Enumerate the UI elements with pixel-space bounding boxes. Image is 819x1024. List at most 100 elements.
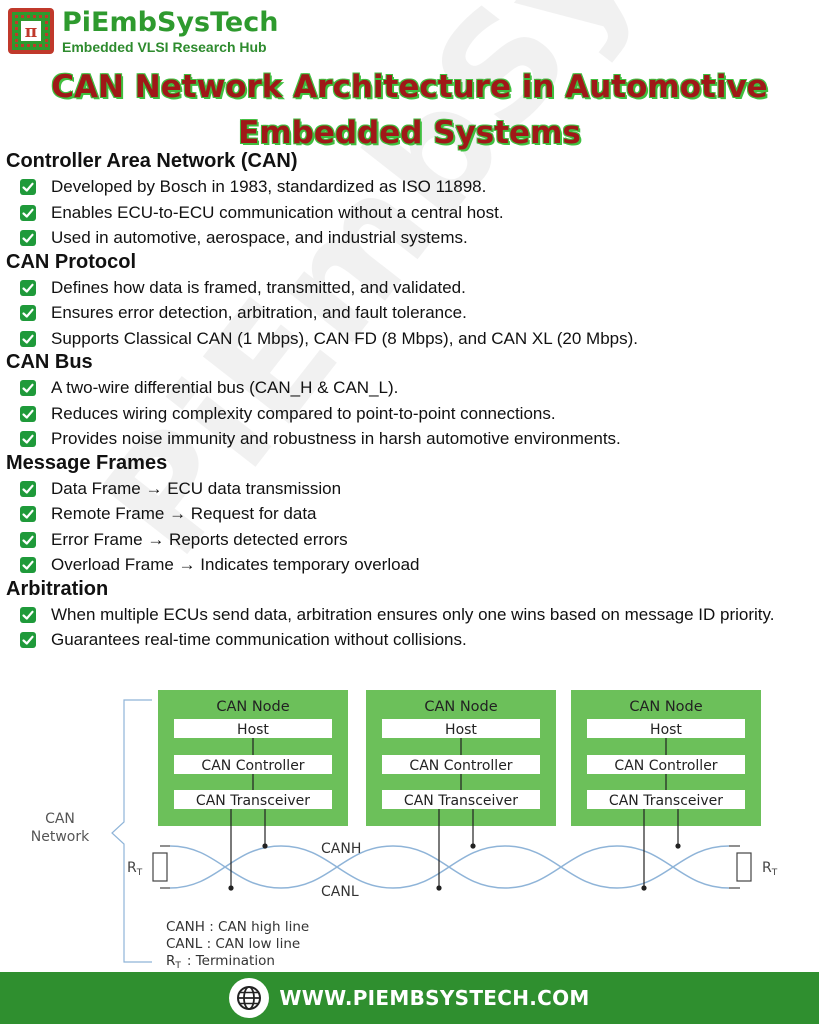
check-icon (20, 305, 36, 321)
host-label: Host (237, 722, 269, 738)
host-label: Host (650, 722, 682, 738)
check-icon (20, 204, 36, 221)
list-item: Overload Frame → Indicates temporary ove… (20, 552, 806, 578)
check-icon (20, 557, 36, 573)
controller-box (587, 755, 745, 774)
list-item: Data Frame → ECU data transmission (20, 476, 806, 502)
list-item-text: Provides noise immunity and robustness i… (51, 429, 621, 448)
section-heading: CAN Protocol (6, 250, 136, 273)
rt-right-label: RT (762, 860, 778, 878)
tap-dot (228, 885, 234, 891)
list-item-text: Error Frame → Reports detected errors (51, 529, 348, 549)
check-icon (20, 632, 36, 648)
can-node-title: CAN Node (216, 699, 289, 715)
controller-label: CAN Controller (614, 758, 717, 774)
tap-dot (641, 885, 647, 891)
list-item: Guarantees real-time communication witho… (20, 627, 806, 653)
transceiver-box (382, 790, 540, 809)
section-heading: Controller Area Network (CAN) (6, 150, 298, 172)
host-box (174, 719, 332, 738)
tap-dot (436, 885, 442, 891)
tap-dot (470, 843, 476, 849)
list-item: Supports Classical CAN (1 Mbps), CAN FD … (20, 326, 806, 352)
brand-name: PiEmbSysTech (62, 6, 279, 38)
rt-left-label: RT (127, 860, 143, 878)
list-item-text: Remote Frame → Request for data (51, 504, 317, 523)
title-line-1: CAN Network Architecture in Automotive (51, 69, 768, 105)
brand-tagline: Embedded VLSI Research Hub (62, 38, 267, 55)
host-box (382, 719, 540, 738)
list-item: Provides noise immunity and robustness i… (20, 426, 806, 452)
network-label-can: CAN (45, 811, 75, 827)
list-item-text: Supports Classical CAN (1 Mbps), CAN FD … (51, 328, 638, 348)
brand-logo[interactable]: π PiEmbSysTech Embedded VLSI Research Hu… (6, 6, 278, 56)
canl-label: CANL (321, 884, 359, 900)
check-icon (20, 531, 36, 548)
list-item: Reduces wiring complexity compared to po… (20, 401, 806, 427)
check-icon (20, 230, 36, 246)
can-node-title: CAN Node (424, 699, 497, 715)
list-item-text: Data Frame → ECU data transmission (51, 478, 342, 498)
list-item-text: Reduces wiring complexity compared to po… (51, 403, 556, 423)
legend-canl: CANL : CAN low line (166, 936, 300, 952)
legend-canh: CANH : CAN high line (166, 919, 309, 935)
list-item-text: Developed by Bosch in 1983, standardized… (51, 177, 487, 196)
host-label: Host (445, 722, 477, 738)
website-link[interactable]: WWW.PIEMBSYSTECH.COM (279, 986, 590, 1010)
page-title: CAN Network Architecture in Automotive E… (0, 64, 819, 156)
transceiver-box (587, 790, 745, 809)
legend-rt: RT: Termination (166, 953, 275, 971)
network-label-network: Network (31, 829, 90, 845)
section-heading: CAN Bus (6, 351, 93, 373)
transceiver-box (174, 790, 332, 809)
title-line-2: Embedded Systems (238, 115, 581, 151)
check-icon (20, 179, 36, 195)
check-icon (20, 380, 36, 396)
chip-glyph: π (25, 22, 37, 42)
transceiver-label: CAN Transceiver (609, 793, 723, 809)
host-box (587, 719, 745, 738)
list-item-text: Guarantees real-time communication witho… (51, 630, 467, 649)
controller-label: CAN Controller (409, 758, 512, 774)
controller-label: CAN Controller (201, 758, 304, 774)
list-item-text: Overload Frame → Indicates temporary ove… (51, 555, 420, 574)
bullet-sections: Controller Area Network (CAN) Developed b… (6, 150, 806, 653)
check-icon (20, 606, 36, 623)
check-icon (20, 506, 36, 522)
canh-label: CANH (321, 841, 361, 857)
list-item-text: Defines how data is framed, transmitted,… (51, 277, 466, 297)
check-icon (20, 431, 36, 447)
section-heading: Message Frames (6, 451, 168, 474)
section-heading: Arbitration (6, 577, 109, 600)
termination-right (736, 852, 752, 882)
network-brace (111, 699, 152, 963)
termination-left (152, 852, 168, 882)
can-node-title: CAN Node (629, 699, 702, 715)
list-item-text: Used in automotive, aerospace, and indus… (51, 228, 468, 247)
transceiver-label: CAN Transceiver (196, 793, 310, 809)
list-item: Developed by Bosch in 1983, standardized… (20, 174, 806, 200)
tap-dot (675, 843, 681, 849)
transceiver-label: CAN Transceiver (404, 793, 518, 809)
check-icon (20, 330, 36, 347)
chip-logo-icon: π (8, 8, 54, 54)
list-item: Error Frame → Reports detected errors (20, 527, 806, 553)
check-icon (20, 405, 36, 422)
list-item: Remote Frame → Request for data (20, 501, 806, 527)
list-item: A two-wire differential bus (CAN_H & CAN… (20, 375, 806, 401)
list-item-text: When multiple ECUs send data, arbitratio… (51, 604, 775, 624)
can-network-diagram: CAN Network RT RT CANH CANL CAN NodeHost… (31, 690, 778, 971)
check-icon (20, 480, 36, 497)
list-item: Enables ECU-to-ECU communication without… (20, 200, 806, 226)
globe-icon (229, 978, 270, 1018)
list-item: When multiple ECUs send data, arbitratio… (20, 602, 806, 628)
check-icon (20, 279, 36, 296)
controller-box (174, 755, 332, 774)
list-item-text: Ensures error detection, arbitration, an… (51, 303, 467, 322)
controller-box (382, 755, 540, 774)
tap-dot (262, 843, 268, 849)
list-item: Defines how data is framed, transmitted,… (20, 275, 806, 301)
